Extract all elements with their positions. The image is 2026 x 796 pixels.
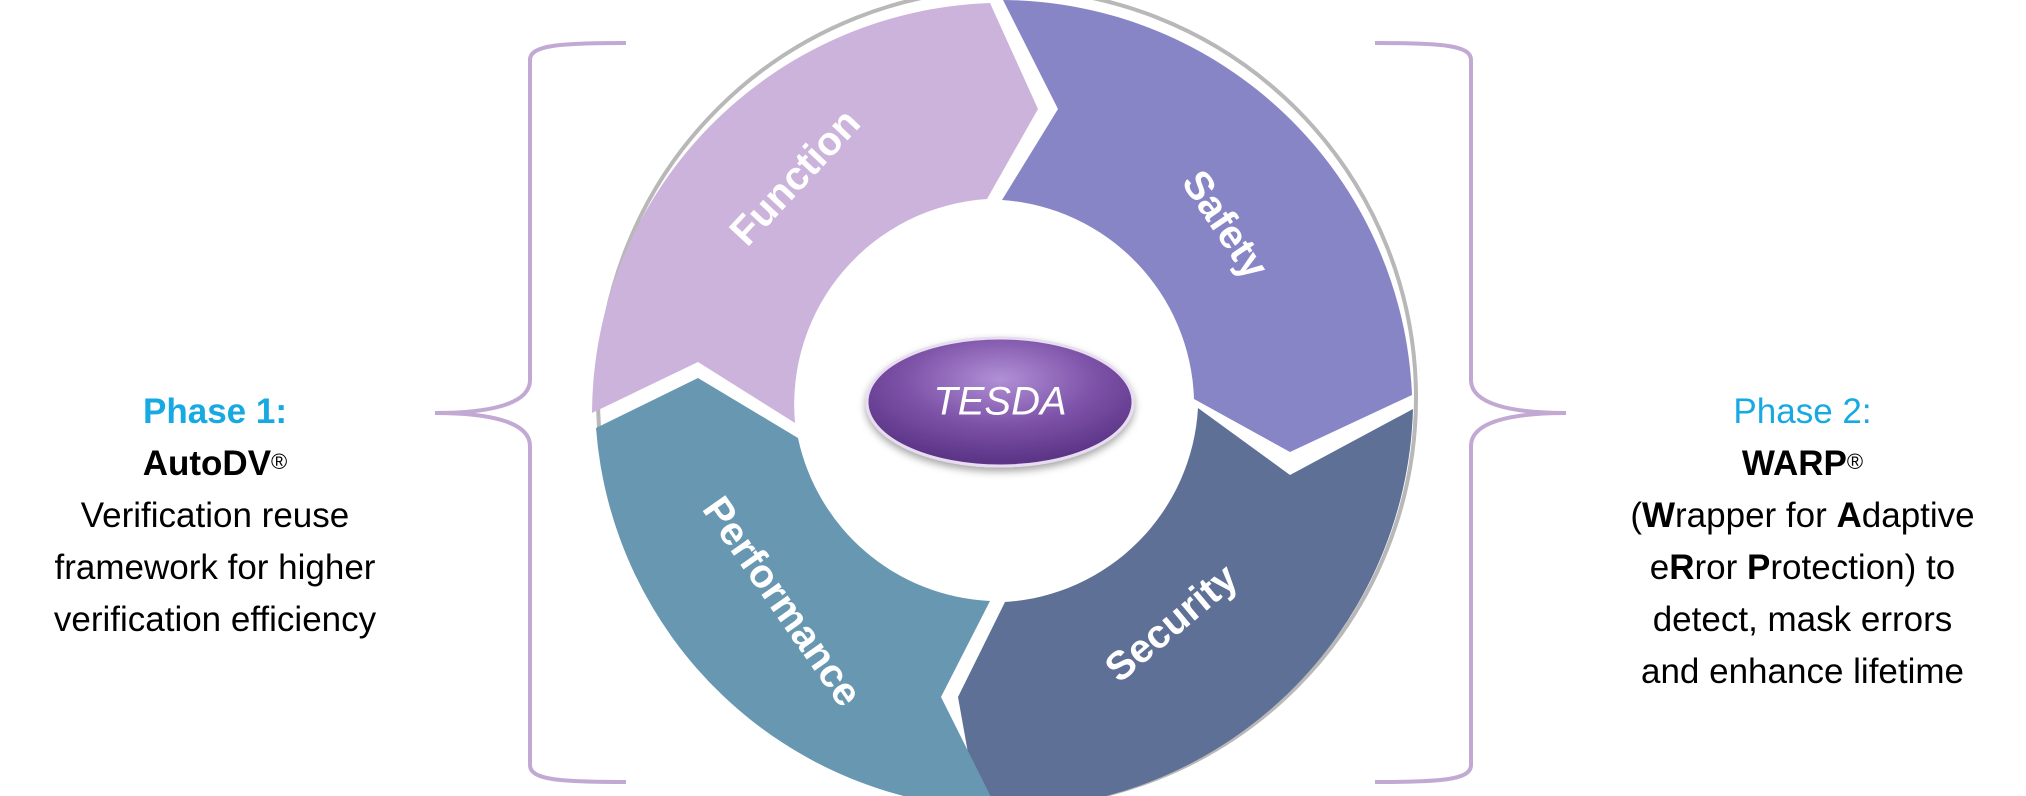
segment-function	[592, 3, 1038, 423]
text-fragment: e	[1649, 548, 1670, 587]
left-curly-brace	[434, 41, 627, 784]
phase1-block: Phase 1: AutoDV® Verification reuse fram…	[15, 386, 415, 646]
phase2-name: WARP	[1741, 444, 1847, 483]
phase2-description-line-4: and enhance lifetime	[1641, 652, 1964, 691]
text-fragment: rotection) to	[1770, 548, 1956, 587]
right-curly-brace	[1374, 41, 1567, 784]
phase2-description-line-1: (Wrapper for Adaptive	[1590, 490, 2015, 542]
text-fragment: (	[1630, 496, 1642, 535]
phase2-block: Phase 2: WARP® (Wrapper for Adaptive eRr…	[1590, 386, 2015, 698]
center-label: TESDA	[933, 380, 1066, 424]
text-fragment: daptive	[1861, 496, 1975, 535]
text-fragment-bold: A	[1836, 496, 1862, 535]
text-fragment-bold: R	[1669, 548, 1695, 587]
phase1-description-line-2: framework for higher	[54, 548, 376, 587]
phase2-description-line-2: eRror Protection) to	[1590, 542, 2015, 594]
segment-safety	[1002, 0, 1412, 452]
text-fragment-bold: W	[1641, 496, 1676, 535]
phase1-description-line-3: verification efficiency	[53, 600, 377, 639]
phase2-description-line-3: detect, mask errors	[1652, 600, 1953, 639]
phase2-heading: Phase 2:	[1733, 392, 1872, 431]
segment-performance	[596, 378, 991, 796]
segment-security	[958, 408, 1413, 796]
text-fragment: ror	[1694, 548, 1748, 587]
phase1-description-line-1: Verification reuse	[80, 496, 350, 535]
phase1-name-line: AutoDV®	[15, 438, 415, 490]
center-ellipse	[865, 336, 1135, 468]
phase2-name-line: WARP®	[1590, 438, 2015, 490]
text-fragment: rapper for	[1675, 496, 1837, 535]
text-fragment-bold: P	[1747, 548, 1771, 587]
phase2-registered-mark: ®	[1846, 449, 1864, 474]
phase1-name: AutoDV	[142, 444, 272, 483]
phase1-registered-mark: ®	[271, 449, 288, 474]
phase1-heading: Phase 1:	[143, 392, 287, 431]
